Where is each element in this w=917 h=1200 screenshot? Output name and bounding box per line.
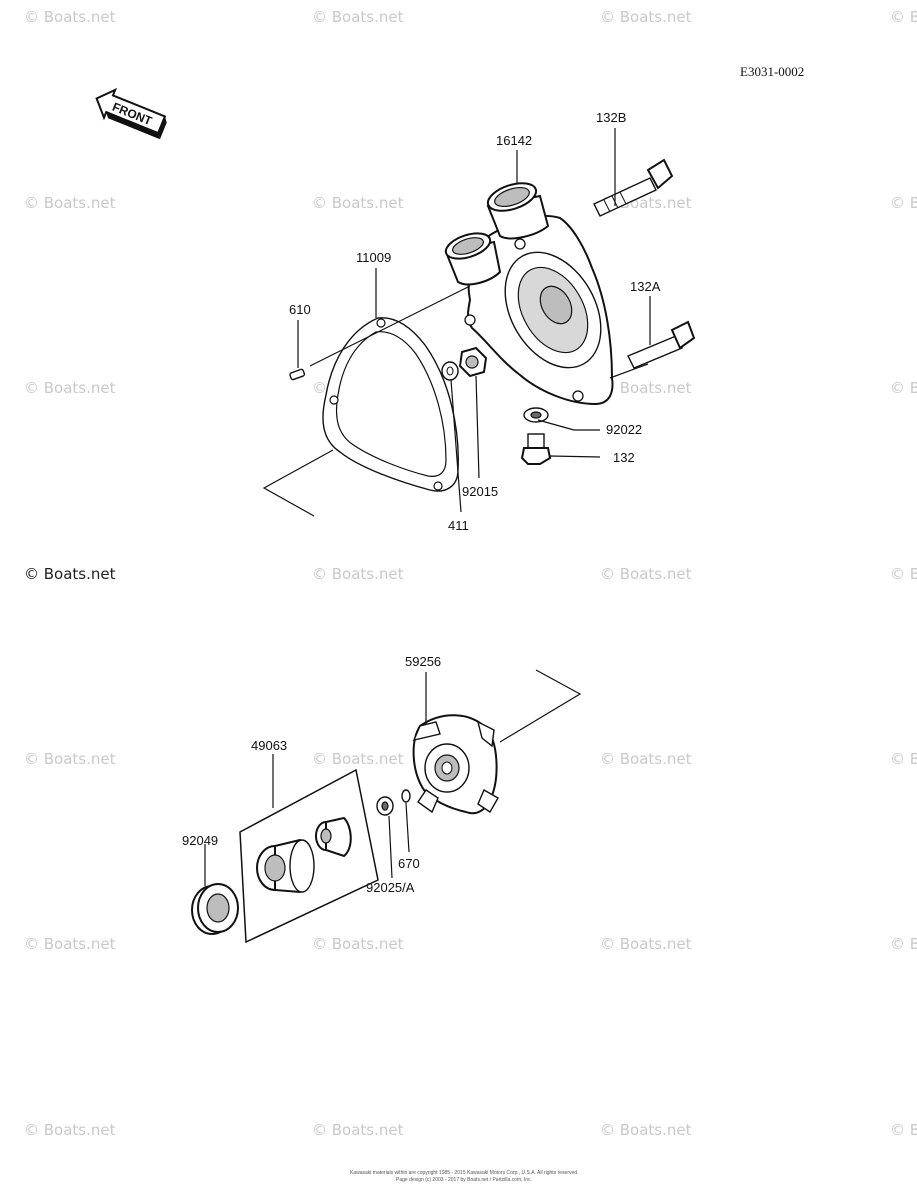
watermark: © Boats.net <box>24 935 116 953</box>
leader-lines-upper <box>262 128 651 517</box>
watermark: © Boats.net <box>890 750 917 768</box>
impeller-59256 <box>412 714 499 815</box>
front-arrow-icon: FRONT <box>95 87 167 140</box>
watermark-layer: © Boats.net © Boats.net © Boats.net © Bo… <box>24 8 917 1139</box>
watermark: © Boats.net <box>312 194 404 212</box>
copyright-line-2: Page design (c) 2003 - 2017 by Boats.net… <box>396 1177 532 1183</box>
watermark: © Boats.net <box>24 379 116 397</box>
watermark: © Boats.net <box>890 194 917 212</box>
part-label-92022[interactable]: 92022 <box>606 422 642 437</box>
bolt-132a <box>627 320 696 369</box>
watermark: © Boats.net <box>890 935 917 953</box>
part-label-11009[interactable]: 11009 <box>356 250 391 265</box>
part-label-132[interactable]: 132 <box>613 450 635 465</box>
watermark: © Boats.net <box>312 1121 404 1139</box>
gasket-11009 <box>322 317 459 492</box>
part-label-132b[interactable]: 132B <box>596 110 626 125</box>
watermark: © Boats.net <box>24 750 116 768</box>
o-ring-670 <box>401 789 411 803</box>
watermark: © Boats.net <box>600 750 692 768</box>
copyright-line-1: Kawasaki materials within are copyright … <box>350 1170 578 1176</box>
watermark: © Boats.net <box>312 750 404 768</box>
part-label-16142[interactable]: 16142 <box>496 133 532 148</box>
pump-cover-16142 <box>444 182 614 406</box>
part-label-92015[interactable]: 92015 <box>462 484 498 499</box>
part-label-411[interactable]: 411 <box>448 518 469 533</box>
watermark: © Boats.net <box>600 935 692 953</box>
washer-411 <box>441 361 459 381</box>
watermark: © Boats.net <box>24 8 116 26</box>
dowel-pin-610 <box>289 368 306 381</box>
bolt-132b <box>593 158 674 217</box>
watermark: © Boats.net <box>600 8 692 26</box>
part-label-670[interactable]: 670 <box>398 856 420 871</box>
watermark: © Boats.net <box>600 1121 692 1139</box>
drain-bolt-132 <box>520 433 552 465</box>
watermark: © Boats.net <box>24 1121 116 1139</box>
part-label-92025a[interactable]: 92025/A <box>366 880 415 895</box>
watermark: © Boats.net <box>600 565 692 583</box>
watermark: © Boats.net <box>890 379 917 397</box>
seal-kit-49063 <box>239 768 379 944</box>
watermark: © Boats.net <box>890 565 917 583</box>
washer-92025a <box>376 796 394 816</box>
washer-92022 <box>523 407 549 423</box>
watermark-prominent: © Boats.net <box>24 565 116 583</box>
watermark: © Boats.net <box>890 8 917 26</box>
part-label-132a[interactable]: 132A <box>630 279 661 294</box>
part-label-92049[interactable]: 92049 <box>182 833 218 848</box>
oil-seal-92049 <box>191 883 239 935</box>
watermark: © Boats.net <box>600 379 692 397</box>
watermark: © Boats.net <box>312 935 404 953</box>
watermark: © Boats.net <box>890 1121 917 1139</box>
watermark: © Boats.net <box>312 8 404 26</box>
watermark: © Boats.net <box>312 565 404 583</box>
part-label-49063[interactable]: 49063 <box>251 738 287 753</box>
watermark: © Boats.net <box>24 194 116 212</box>
part-label-610[interactable]: 610 <box>289 302 311 317</box>
diagram-code: E3031-0002 <box>740 64 804 79</box>
part-label-59256[interactable]: 59256 <box>405 654 441 669</box>
nut-92015 <box>458 346 488 378</box>
leader-lines-lower <box>204 669 582 886</box>
